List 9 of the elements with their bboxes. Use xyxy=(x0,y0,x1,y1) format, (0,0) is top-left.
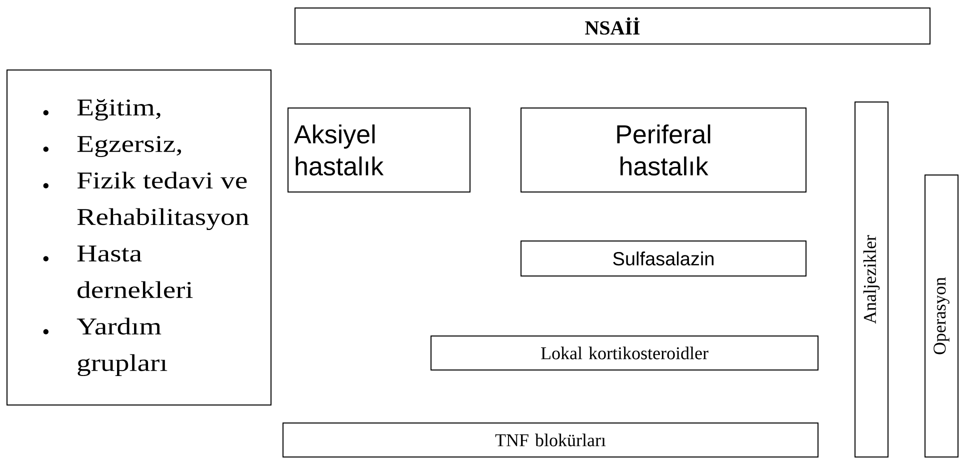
vertical-box: Operasyon xyxy=(924,174,959,458)
vertical-box: Analjezikler xyxy=(854,102,889,458)
process-box: Sulfasalazin xyxy=(520,240,807,276)
process-box: Periferal hastalık xyxy=(520,108,807,192)
process-box: Aksiyel hastalık xyxy=(288,108,470,192)
process-box: TNF blokürları xyxy=(282,422,818,458)
bullet-list-box: Eğitim, Egzersiz, Fizik tedavi ve Rehabilitasyon Hasta dernekleri Yardım grupları xyxy=(6,70,272,406)
process-box: Lokal kortikosteroidler xyxy=(430,336,818,370)
title-box: NSAİİ xyxy=(294,8,931,44)
